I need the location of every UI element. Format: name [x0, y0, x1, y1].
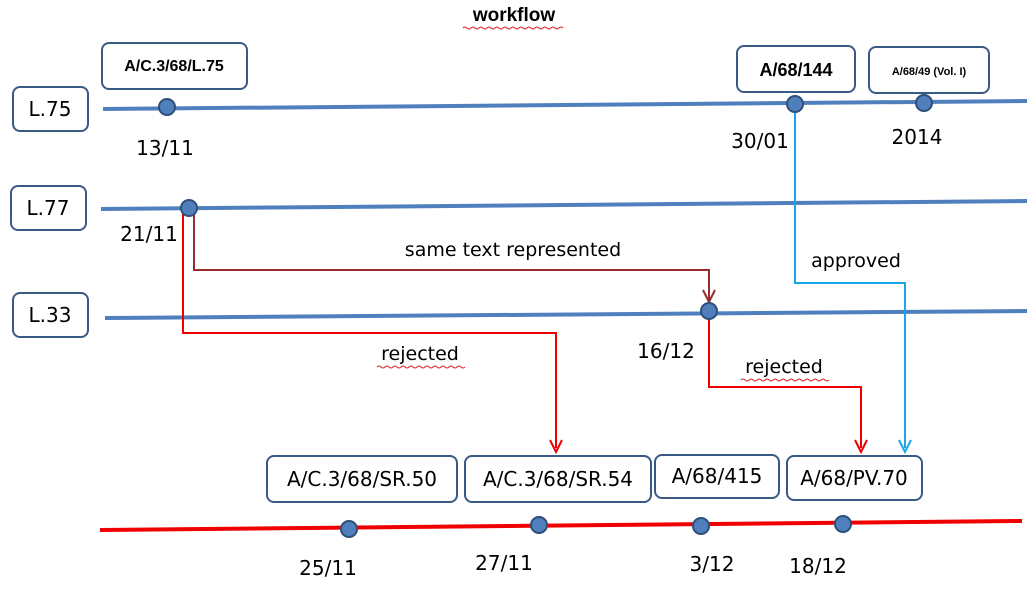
node-30-01 — [786, 95, 804, 113]
same-text-connector — [193, 210, 710, 300]
row-label-l75-box — [12, 86, 89, 132]
rejected-arrowhead-1 — [549, 439, 563, 455]
timeline-l77 — [100, 199, 1028, 211]
rejected-connector-1 — [182, 210, 557, 448]
date-27-11: 27/11 — [475, 551, 533, 575]
diagram-title: workflow — [472, 5, 556, 26]
timeline-l75 — [102, 99, 1028, 111]
timeline-l33 — [104, 309, 1028, 320]
doc-a68-49-box — [868, 46, 990, 94]
spellcheck-underline — [740, 378, 830, 382]
row-label-l33-box — [12, 292, 89, 338]
doc-a68-49: A/68/49 (Vol. I) — [892, 66, 967, 78]
node-27-11 — [530, 516, 548, 534]
timeline-final — [99, 519, 1023, 532]
doc-ac3-68-l75: A/C.3/68/L.75 — [124, 58, 224, 75]
rejected-connector-2 — [708, 314, 862, 448]
date-18-12: 18/12 — [789, 554, 847, 578]
doc-ac3-68-sr54-box — [464, 455, 652, 503]
date-16-12: 16/12 — [637, 339, 695, 363]
doc-a68-415: A/68/415 — [672, 464, 763, 488]
date-30-01: 30/01 — [731, 129, 789, 153]
row-label-l77-box — [10, 185, 87, 231]
node-13-11 — [158, 98, 176, 116]
doc-ac3-68-sr54: A/C.3/68/SR.54 — [483, 467, 633, 491]
approved-connector — [794, 107, 906, 448]
node-18-12 — [834, 515, 852, 533]
node-21-11 — [180, 199, 198, 217]
spellcheck-underline — [376, 365, 466, 369]
row-label-l75: L.75 — [29, 97, 72, 121]
row-label-l33: L.33 — [29, 303, 72, 327]
doc-a68-pv70: A/68/PV.70 — [800, 466, 908, 490]
spellcheck-underline — [462, 26, 564, 30]
doc-ac3-68-sr50: A/C.3/68/SR.50 — [287, 467, 437, 491]
date-2014: 2014 — [892, 125, 943, 149]
doc-a68-pv70-box — [786, 455, 923, 501]
edge-label-rejected-2: rejected — [745, 356, 823, 378]
node-16-12 — [700, 302, 718, 320]
doc-a68-144-box — [736, 45, 856, 93]
node-2014 — [915, 94, 933, 112]
doc-ac3-68-sr50-box — [266, 455, 458, 503]
date-13-11: 13/11 — [136, 136, 194, 160]
doc-ac3-68-l75-box — [101, 42, 248, 90]
date-25-11: 25/11 — [299, 556, 357, 580]
row-label-l77: L.77 — [27, 196, 70, 220]
edge-label-rejected-1: rejected — [381, 343, 459, 365]
approved-arrowhead — [898, 439, 912, 455]
edge-label-approved: approved — [811, 250, 901, 272]
node-3-12 — [692, 517, 710, 535]
rejected-arrowhead-2 — [854, 439, 868, 455]
date-21-11: 21/11 — [120, 222, 178, 246]
edge-label-same-text: same text represented — [405, 239, 621, 261]
node-25-11 — [340, 520, 358, 538]
date-3-12: 3/12 — [690, 552, 735, 576]
doc-a68-415-box — [654, 454, 780, 499]
doc-a68-144: A/68/144 — [759, 60, 832, 80]
